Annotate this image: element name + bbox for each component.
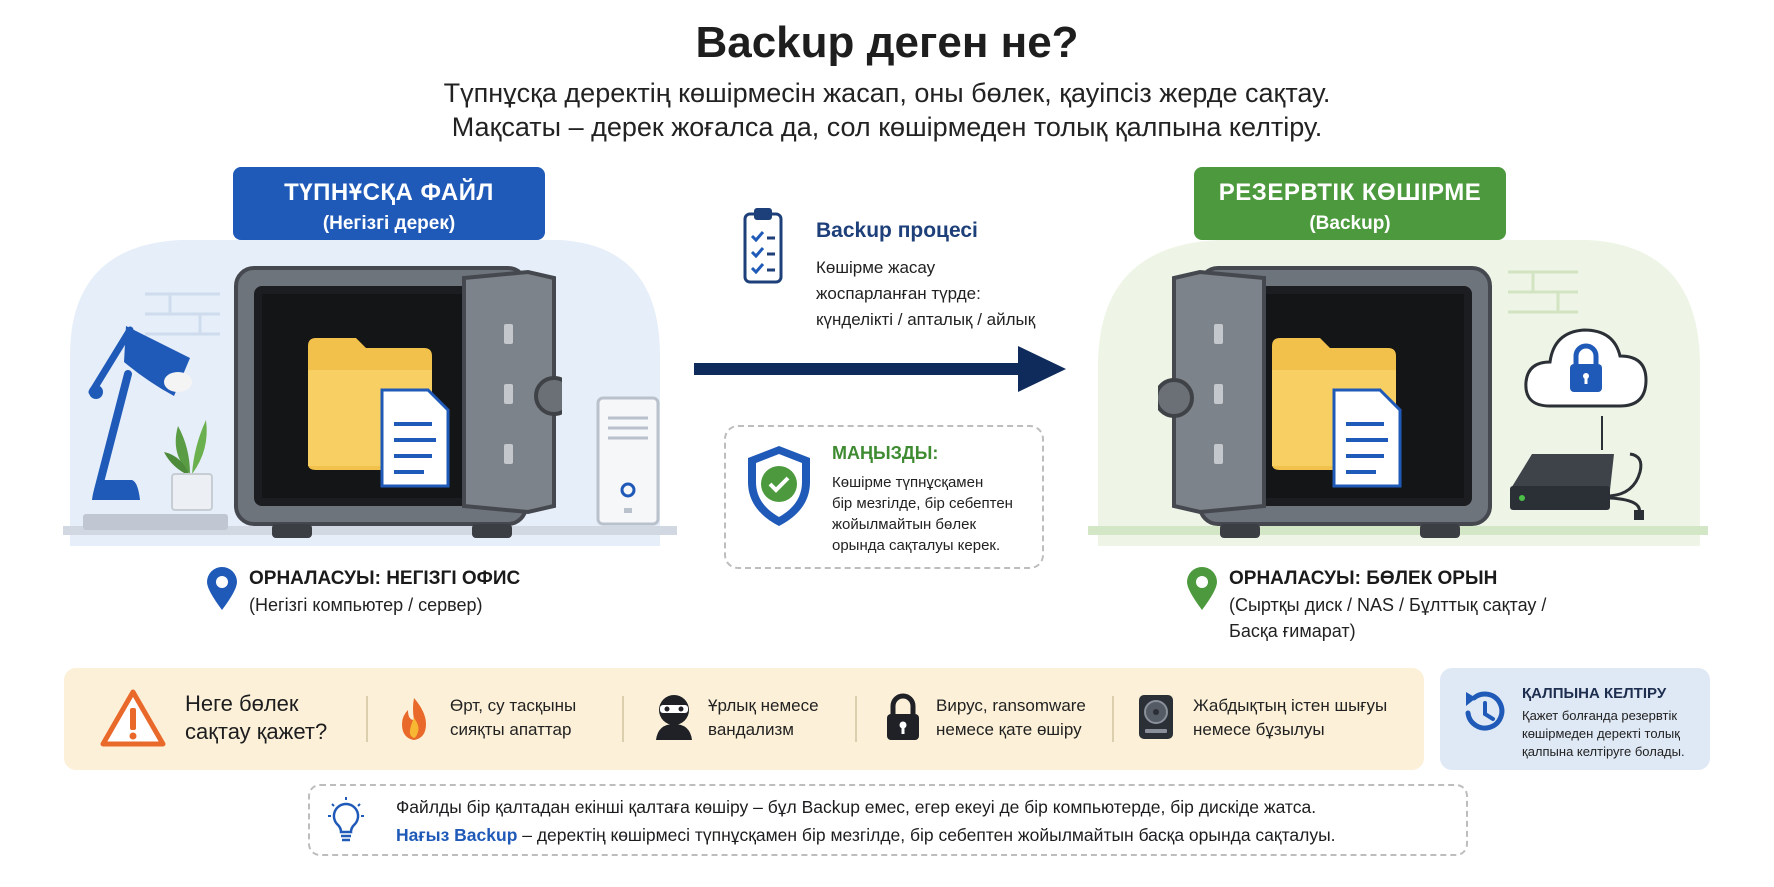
restore-box xyxy=(1440,668,1710,770)
why-line-2: сақтау қажет? xyxy=(185,719,328,744)
server-icon xyxy=(596,396,660,526)
plant-icon xyxy=(164,420,213,511)
why-item-2-line-1: Ұрлық немесе xyxy=(708,696,819,715)
important-note xyxy=(724,425,1044,569)
why-item-virus: Вирус, ransomware немесе қате өшіру xyxy=(936,694,1086,742)
why-item-4-line-1: Жабдықтың істен шығуы xyxy=(1193,696,1388,715)
backup-location-subtitle: (Сыртқы диск / NAS / Бұлттық сақтау / Ба… xyxy=(1229,592,1546,644)
why-line-1: Неге бөлек xyxy=(185,691,299,716)
restore-history-icon xyxy=(1465,691,1505,731)
restore-line-2: көшірмеден деректі толық xyxy=(1522,726,1680,741)
tip-line-2: Нағыз Backup – деректің көшірмесі түпнұс… xyxy=(396,821,1336,849)
lightbulb-icon xyxy=(328,797,364,842)
page-title: Backup деген не? xyxy=(695,18,1079,67)
tip-box xyxy=(308,784,1468,856)
why-item-3-line-1: Вирус, ransomware xyxy=(936,696,1086,715)
important-title: МАҢЫЗДЫ: xyxy=(832,443,939,463)
subtitle: Түпнұсқа деректің көшірмесін жасап, оны … xyxy=(0,76,1774,144)
process-line-3: күнделікті / апталық / айлық xyxy=(816,310,1036,329)
why-item-1-line-1: Өрт, су тасқыны xyxy=(450,696,577,715)
restore-line-3: қалпына келтіруге болады. xyxy=(1522,744,1685,759)
brick-decor xyxy=(1508,270,1578,314)
why-title: Неге бөлек сақтау қажет? xyxy=(185,690,327,746)
location-pin-icon xyxy=(207,567,237,610)
backup-safe xyxy=(1158,266,1492,538)
backup-label-title: РЕЗЕРВТІК КӨШІРМЕ xyxy=(1218,179,1482,206)
tip-line-2-rest: – деректің көшірмесі түпнұсқамен бір мез… xyxy=(517,825,1336,845)
tip-emphasis: Нағыз Backup xyxy=(396,825,518,845)
brick-decor xyxy=(145,292,220,336)
tip-text: Файлды бір қалтадан екінші қалтаға көшір… xyxy=(396,793,1336,849)
important-line-2: бір мезгілде, бір себептен xyxy=(832,495,1013,512)
backup-label: РЕЗЕРВТІК КӨШІРМЕ (Backup) xyxy=(1194,167,1506,240)
backup-location-title: ОРНАЛАСУЫ: БӨЛЕК ОРЫН xyxy=(1229,568,1498,589)
subtitle-line-1: Түпнұсқа деректің көшірмесін жасап, оны … xyxy=(443,78,1331,108)
hard-drive-icon xyxy=(1139,695,1173,739)
fire-icon xyxy=(402,698,426,740)
tip-line-1: Файлды бір қалтадан екінші қалтаға көшір… xyxy=(396,797,1317,817)
desk-shelf xyxy=(83,514,228,530)
separator xyxy=(366,696,368,742)
backup-arrow xyxy=(694,346,1066,392)
restore-title: ҚАЛПЫНА КЕЛТІРУ xyxy=(1522,685,1667,702)
original-label: ТҮПНҰСҚА ФАЙЛ (Негізгі дерек) xyxy=(233,167,545,240)
separator xyxy=(855,696,857,742)
original-label-title: ТҮПНҰСҚА ФАЙЛ xyxy=(284,179,494,206)
desk-lamp-icon xyxy=(88,326,192,500)
original-location-subtitle: (Негізгі компьютер / сервер) xyxy=(249,595,483,615)
process-line-2: жоспарланған түрде: xyxy=(816,284,981,303)
separator xyxy=(1112,696,1114,742)
backup-label-subtitle: (Backup) xyxy=(1309,213,1391,234)
important-line-4: орында сақталуы керек. xyxy=(832,537,1001,554)
process-title: Backup процесі xyxy=(816,219,978,242)
important-line-1: Көшірме түпнұсқамен xyxy=(832,474,984,491)
original-location-title: ОРНАЛАСУЫ: НЕГІЗГІ ОФИС xyxy=(249,568,521,589)
restore-text: Қажет болғанда резервтік көшірмеден дере… xyxy=(1522,707,1685,761)
why-item-2-line-2: вандализм xyxy=(708,720,794,739)
why-item-theft: Ұрлық немесе вандализм xyxy=(708,694,819,742)
subtitle-line-2: Мақсаты – дерек жоғалса да, сол көшірмед… xyxy=(451,112,1323,142)
location-pin-icon xyxy=(1187,567,1217,610)
process-line-1: Көшірме жасау xyxy=(816,258,936,277)
important-line-3: жойылмайтын бөлек xyxy=(832,516,977,533)
why-item-1-line-2: сияқты апаттар xyxy=(450,720,572,739)
original-safe xyxy=(234,266,562,538)
cloud-lock-icon xyxy=(1524,328,1648,408)
why-item-3-line-2: немесе қате өшіру xyxy=(936,720,1082,739)
important-text: Көшірме түпнұсқамен бір мезгілде, бір се… xyxy=(832,472,1013,556)
separator xyxy=(622,696,624,742)
why-item-hardware: Жабдықтың істен шығуы немесе бұзылуы xyxy=(1193,694,1387,742)
why-item-4-line-2: немесе бұзылуы xyxy=(1193,720,1325,739)
cloud-connector xyxy=(1601,416,1603,450)
original-label-subtitle: (Негізгі дерек) xyxy=(322,213,456,234)
backup-location-line-2: Басқа ғимарат) xyxy=(1229,621,1356,641)
restore-line-1: Қажет болғанда резервтік xyxy=(1522,708,1678,723)
clipboard-checklist-icon xyxy=(743,208,783,284)
why-separate-band xyxy=(64,668,1424,770)
thief-icon xyxy=(656,695,692,740)
backup-location-line-1: (Сыртқы диск / NAS / Бұлттық сақтау / xyxy=(1229,595,1547,615)
why-item-disaster: Өрт, су тасқыны сияқты апаттар xyxy=(450,694,576,742)
external-drive-icon xyxy=(1510,452,1644,520)
shield-check-icon xyxy=(748,446,810,526)
process-description: Көшірме жасау жоспарланған түрде: күндел… xyxy=(816,255,1035,333)
lock-icon xyxy=(887,693,919,740)
warning-icon xyxy=(100,689,166,747)
